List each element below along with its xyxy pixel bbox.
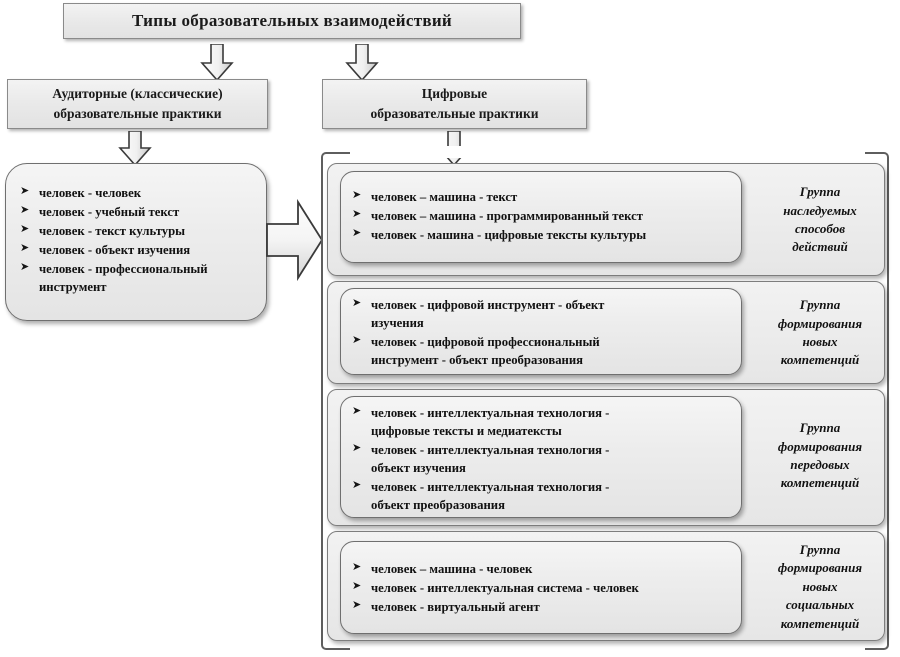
page-title: Типы образовательных взаимодействий: [131, 11, 453, 30]
group-item-list: человек - цифровой инструмент - объект и…: [352, 296, 738, 370]
bracket-gap-bottom: [350, 644, 865, 656]
group-label: Группа наследуемых способов действий: [783, 184, 857, 255]
arrow-down-icon: [117, 130, 153, 167]
bracket-gap-top: [350, 146, 865, 158]
group-item-list: человек - интеллектуальная технология - …: [352, 404, 738, 515]
list-item: человек - виртуальный агент: [352, 598, 738, 616]
group-label: Группа формирования передовых компетенци…: [777, 420, 863, 491]
list-item: человек - профессиональный инструмент: [20, 260, 260, 296]
list-item: человек - интеллектуальная технология - …: [352, 404, 738, 440]
list-item: человек - человек: [20, 184, 260, 202]
group-label: Группа формирования новых компетенций: [777, 297, 863, 368]
list-item: человек - интеллектуальная технология - …: [352, 478, 738, 514]
left-branch-item-list: человек - человек человек - учебный текс…: [20, 184, 260, 297]
list-item: человек - цифровой профессиональный инст…: [352, 333, 738, 369]
list-item: человек - цифровой инструмент - объект и…: [352, 296, 738, 332]
list-item: человек - текст культуры: [20, 222, 260, 240]
left-branch-header-label: Аудиторные (классические) образовательны…: [52, 86, 223, 121]
right-branch-header-label: Цифровые образовательные практики: [370, 86, 539, 121]
group-item-list: человек – машина - текст человек – машин…: [352, 188, 738, 245]
list-item: человек – машина - программированный тек…: [352, 207, 738, 225]
list-item: человек - интеллектуальная технология - …: [352, 441, 738, 477]
right-branch-header-box: Цифровые образовательные практики: [322, 79, 587, 129]
group-item-list: человек – машина - человек человек - инт…: [352, 560, 738, 617]
left-branch-header-box: Аудиторные (классические) образовательны…: [7, 79, 268, 129]
list-item: человек - объект изучения: [20, 241, 260, 259]
arrow-down-icon: [200, 43, 234, 82]
list-item: человек - машина - цифровые тексты культ…: [352, 226, 738, 244]
list-item: человек – машина - человек: [352, 560, 738, 578]
list-item: человек - учебный текст: [20, 203, 260, 221]
diagram-title-box: Типы образовательных взаимодействий: [63, 3, 521, 39]
list-item: человек – машина - текст: [352, 188, 738, 206]
arrow-right-icon: [266, 198, 324, 282]
list-item: человек - интеллектуальная система - чел…: [352, 579, 738, 597]
group-label: Группа формирования новых социальных ком…: [777, 541, 863, 631]
arrow-down-icon: [345, 43, 379, 82]
